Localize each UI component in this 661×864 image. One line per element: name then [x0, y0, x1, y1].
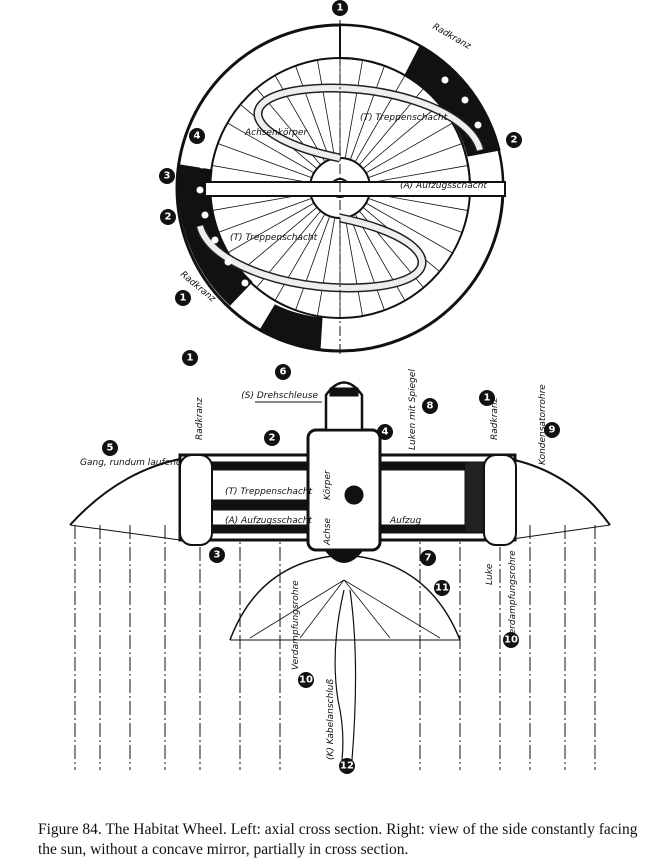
- label-kabel: (K) Kabelanschluß: [326, 679, 336, 760]
- label-radkranz-left: Radkranz: [195, 397, 205, 440]
- svg-text:2: 2: [511, 135, 518, 146]
- svg-text:11: 11: [435, 583, 449, 594]
- svg-text:2: 2: [165, 212, 172, 223]
- label-treppenschacht-top: (T) Treppenschacht: [360, 113, 448, 123]
- rim-dark-segment: [178, 164, 253, 306]
- number-marker-4: 4: [189, 128, 205, 144]
- number-marker-1: 1: [332, 0, 348, 16]
- figure-caption: Figure 84. The Habitat Wheel. Left: axia…: [38, 821, 638, 858]
- svg-text:1: 1: [484, 393, 491, 404]
- number-marker-3: 3: [209, 547, 225, 563]
- rim-right: [483, 454, 517, 546]
- number-marker-3: 3: [159, 168, 175, 184]
- number-marker-11: 11: [434, 580, 450, 596]
- label-luken: Luken mit Spiegel: [408, 369, 418, 450]
- label-radkranz-top: Radkranz: [431, 22, 473, 52]
- label-drehschleuse: (S) Drehschleuse: [241, 391, 318, 401]
- label-achsenkoerper: Achsenkörper: [244, 128, 308, 138]
- svg-text:1: 1: [180, 293, 187, 304]
- cable: [334, 589, 357, 761]
- svg-text:7: 7: [425, 553, 432, 564]
- label-radkranz-right: Radkranz: [490, 397, 500, 440]
- svg-text:6: 6: [280, 367, 287, 378]
- label-luke: Luke: [485, 563, 495, 585]
- rim-left: [179, 454, 213, 546]
- svg-text:4: 4: [382, 427, 389, 438]
- label-aufzugsschacht: (A) Aufzugsschacht: [400, 181, 487, 191]
- label-treppenschacht-side: (T) Treppenschacht: [225, 487, 313, 497]
- label-treppenschacht-bottom: (T) Treppenschacht: [230, 233, 318, 243]
- label-aufzug: Aufzug: [389, 516, 421, 526]
- number-marker-10: 10: [503, 632, 519, 648]
- side-view: [69, 381, 611, 770]
- label-verdampfung-left: Verdampfungsrohre: [291, 580, 301, 670]
- svg-text:1: 1: [337, 3, 344, 14]
- svg-text:3: 3: [164, 171, 171, 182]
- label-achse: Achse: [323, 518, 333, 546]
- svg-text:8: 8: [427, 401, 434, 412]
- sun-rays: [74, 525, 596, 770]
- number-marker-7: 7: [420, 550, 436, 566]
- axial-cross-section: [175, 20, 506, 356]
- number-marker-2: 2: [506, 132, 522, 148]
- svg-text:10: 10: [299, 675, 313, 686]
- svg-text:2: 2: [269, 433, 276, 444]
- label-koerper: Körper: [323, 469, 333, 500]
- label-verdampfung-right: Verdampfungsrohre: [508, 550, 518, 640]
- svg-text:5: 5: [107, 443, 114, 454]
- number-marker-6: 6: [275, 364, 291, 380]
- label-kondensator: Kondensatorrohre: [538, 384, 548, 465]
- svg-text:10: 10: [504, 635, 518, 646]
- svg-text:12: 12: [340, 761, 354, 772]
- svg-text:3: 3: [214, 550, 221, 561]
- label-gang: Gang, rundum laufend: [80, 458, 182, 468]
- evaporator-mirror: [229, 554, 461, 641]
- svg-text:4: 4: [194, 131, 201, 142]
- number-marker-2: 2: [160, 209, 176, 225]
- number-marker-1: 1: [479, 390, 495, 406]
- number-marker-9: 9: [544, 422, 560, 438]
- number-marker-1: 1: [175, 290, 191, 306]
- axis-body: [306, 428, 382, 552]
- elevator-shaft: [204, 181, 506, 197]
- number-marker-10: 10: [298, 672, 314, 688]
- number-marker-1: 1: [182, 350, 198, 366]
- number-marker-4: 4: [377, 424, 393, 440]
- number-marker-8: 8: [422, 398, 438, 414]
- number-marker-2: 2: [264, 430, 280, 446]
- svg-text:9: 9: [549, 425, 556, 436]
- svg-text:1: 1: [187, 353, 194, 364]
- number-marker-12: 12: [339, 758, 355, 774]
- condenser-cone: [69, 457, 611, 526]
- label-aufzugsschacht-side: (A) Aufzugsschacht: [225, 516, 312, 526]
- number-marker-5: 5: [102, 440, 118, 456]
